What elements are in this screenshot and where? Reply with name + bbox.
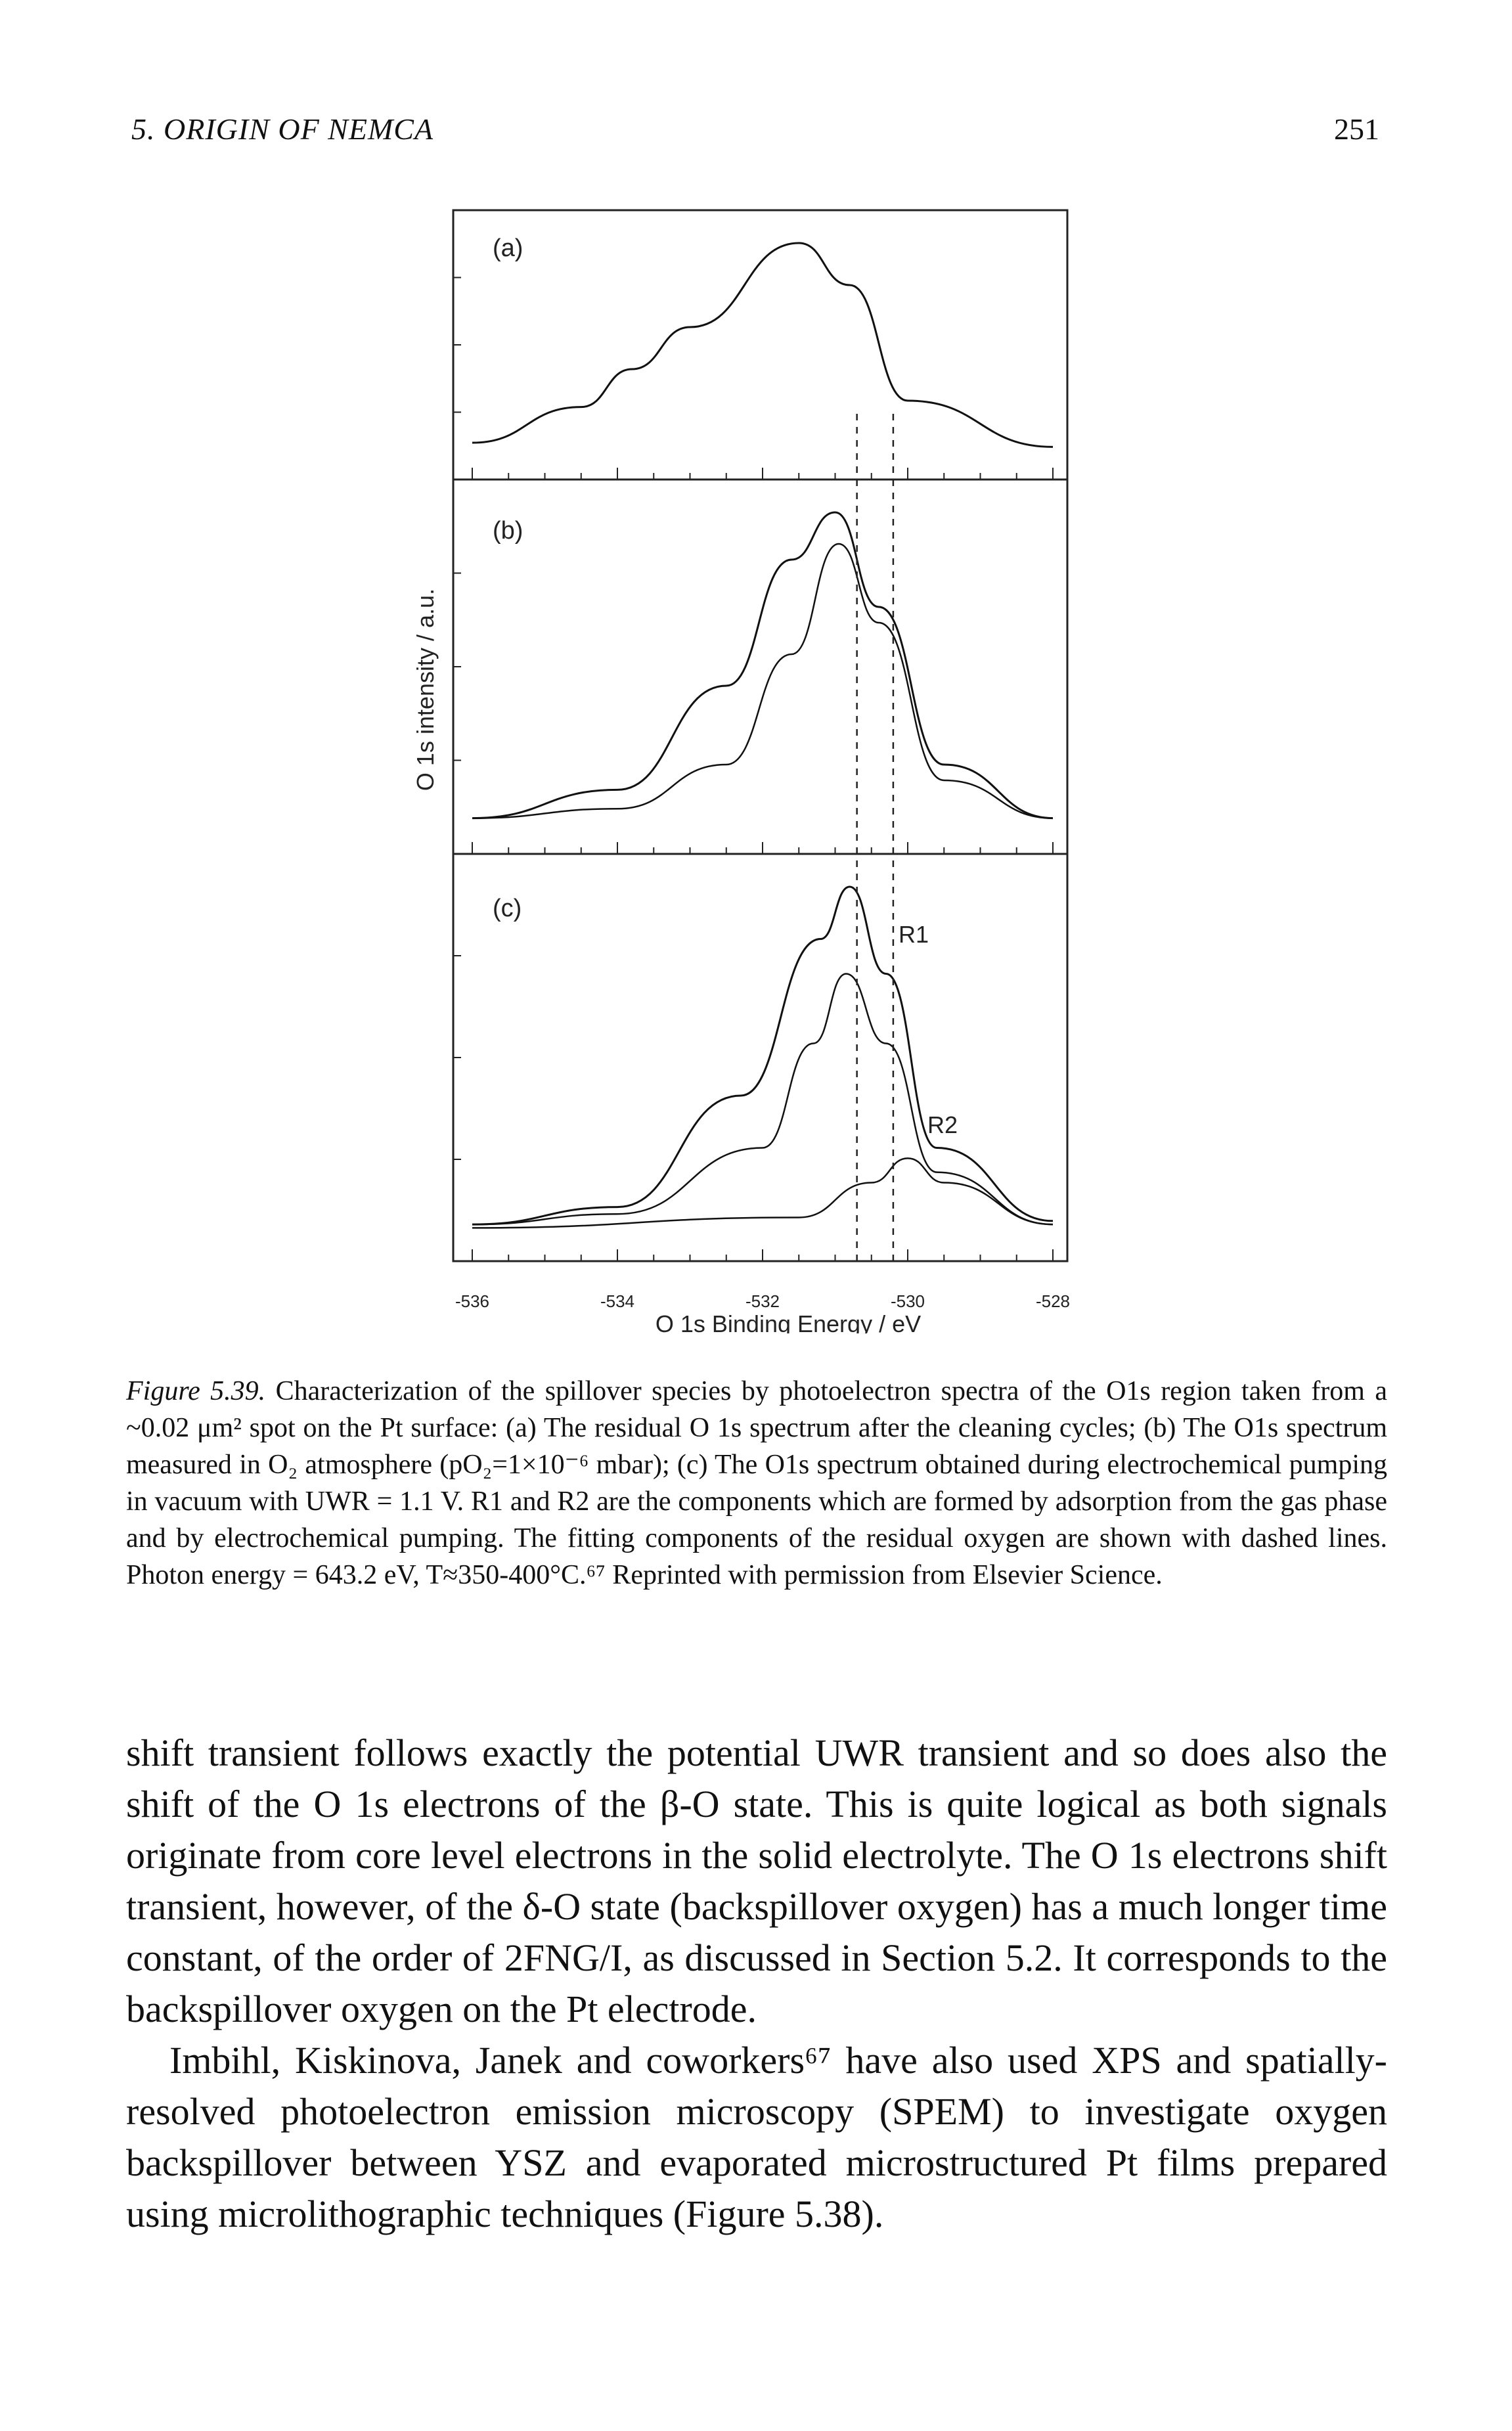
- running-title: 5. ORIGIN OF NEMCA: [131, 112, 434, 146]
- spectra-curves: [472, 242, 1054, 1229]
- panel-frames: [452, 209, 1069, 1262]
- panel-label-c: (c): [493, 895, 522, 922]
- guide-lines: [856, 414, 895, 1261]
- x-tick-532: -532: [745, 1291, 780, 1311]
- x-axis-label: O 1s Binding Energy / eV: [656, 1310, 921, 1333]
- spectrum-curve: [472, 885, 1054, 1226]
- running-head: 5. ORIGIN OF NEMCA 251: [131, 112, 1379, 158]
- body-text: shift transient follows exactly the pote…: [126, 1728, 1387, 2240]
- x-tick-530: -530: [891, 1291, 925, 1311]
- caption-text: Characterization of the spillover specie…: [126, 1376, 1388, 1590]
- spectrum-curve: [472, 511, 1054, 820]
- x-tick-534: -534: [600, 1291, 634, 1311]
- panel-label-b: (b): [493, 517, 523, 545]
- spectrum-curve: [472, 543, 1054, 819]
- panel-frame: [452, 853, 1069, 1262]
- panel-frame: [452, 478, 1069, 855]
- caption-label: Figure 5.39.: [126, 1376, 266, 1406]
- peak-label-r2: R2: [927, 1111, 958, 1138]
- peak-label-r1: R1: [899, 921, 929, 948]
- spectrum-curve: [472, 242, 1054, 448]
- figure-caption: Figure 5.39. Characterization of the spi…: [126, 1373, 1387, 1594]
- spectrum-curve: [472, 973, 1054, 1226]
- page-number: 251: [1334, 112, 1379, 146]
- panel-frame: [452, 209, 1069, 481]
- spectrum-curve: [472, 1157, 1054, 1229]
- paragraph-1: shift transient follows exactly the pote…: [126, 1731, 1387, 2030]
- x-tick-536: -536: [455, 1291, 489, 1311]
- xps-figure: (a) (b) (c) R1 R2 O 1s intensity / a.u. …: [412, 209, 1070, 1333]
- x-tick-528: -528: [1036, 1291, 1070, 1311]
- y-axis-label: O 1s intensity / a.u.: [412, 589, 439, 791]
- paragraph-2: Imbihl, Kiskinova, Janek and coworkers⁶⁷…: [126, 2039, 1387, 2235]
- panel-label-a: (a): [493, 234, 523, 262]
